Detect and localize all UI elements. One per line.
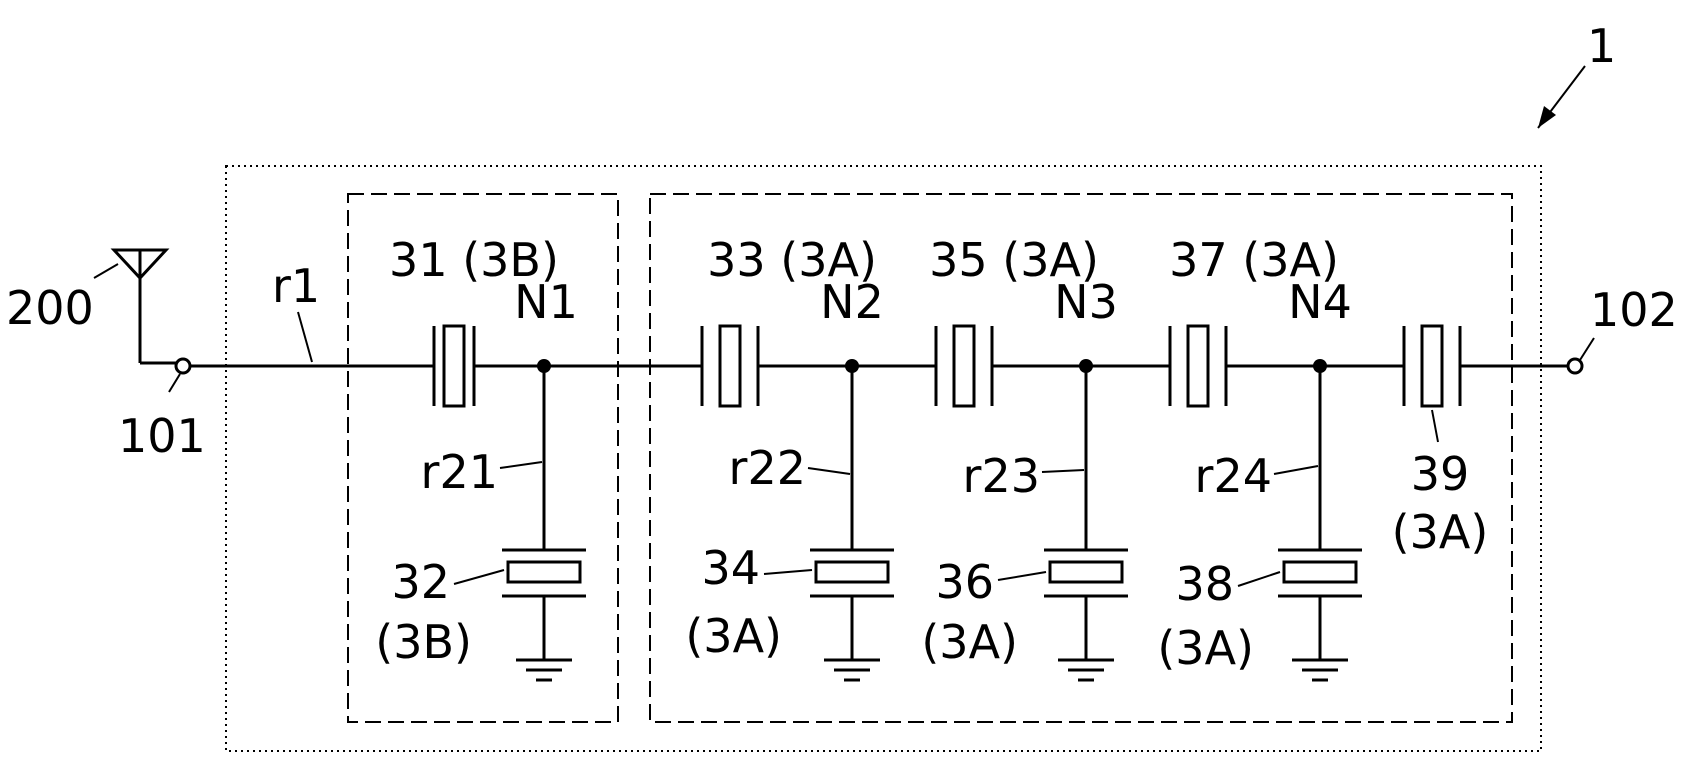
shunt-line-r22-leader — [807, 467, 851, 475]
shunt-line-r23-leader — [1041, 469, 1085, 473]
node-n1-label: N1 — [514, 275, 578, 329]
shunt-line-r24-leader — [1273, 465, 1319, 475]
shunt-line-r21-leader — [499, 461, 543, 469]
shunt-resonator-36-num: 36 — [935, 555, 994, 609]
shunt-resonator-34-leader — [763, 569, 813, 575]
reference-arrowhead — [1538, 106, 1556, 128]
series-resonator-35-label: 35 (3A) — [929, 233, 1099, 287]
group-3a-boundary — [649, 193, 1513, 723]
shunt-resonator-38-type: (3A) — [1157, 621, 1254, 675]
input-terminal — [174, 357, 192, 375]
shunt-line-r21-label: r21 — [421, 445, 498, 499]
antenna-label: 200 — [6, 281, 94, 335]
series-resonator-39-type: (3A) — [1392, 505, 1489, 559]
output-terminal-leader — [1579, 337, 1595, 361]
shunt-line-r24-label: r24 — [1195, 449, 1272, 503]
shunt-resonator-32-type: (3B) — [375, 615, 472, 669]
series-resonator-31 — [432, 324, 476, 408]
shunt-branch-34 — [810, 366, 894, 660]
shunt-resonator-32-num: 32 — [391, 555, 450, 609]
series-resonator-35 — [934, 324, 994, 408]
series-resonator-31-label: 31 (3B) — [389, 233, 559, 287]
ground-icon — [1292, 658, 1348, 682]
output-terminal — [1566, 357, 1584, 375]
series-resonator-39-num: 39 — [1411, 447, 1470, 501]
input-terminal-label: 101 — [118, 409, 206, 463]
shunt-line-r22-label: r22 — [729, 441, 806, 495]
ground-icon — [516, 658, 572, 682]
series-resonator-33 — [700, 324, 760, 408]
output-terminal-label: 102 — [1590, 283, 1678, 337]
input-terminal-leader — [168, 373, 181, 393]
series-resonator-37 — [1168, 324, 1228, 408]
shunt-resonator-34-type: (3A) — [685, 609, 782, 663]
series-resonator-39-leader — [1431, 409, 1439, 443]
shunt-resonator-32-leader — [453, 569, 505, 585]
ground-icon — [1058, 658, 1114, 682]
node-n3-label: N3 — [1054, 275, 1118, 329]
line-r1-leader — [297, 311, 313, 363]
node-n4-label: N4 — [1288, 275, 1352, 329]
shunt-resonator-34-num: 34 — [701, 541, 760, 595]
line-r1-label: r1 — [272, 259, 320, 313]
group-3b-boundary — [347, 193, 619, 723]
module-boundary — [225, 165, 1542, 752]
antenna-leader — [93, 263, 119, 279]
shunt-line-r23-label: r23 — [963, 449, 1040, 503]
shunt-branch-36 — [1044, 366, 1128, 660]
series-resonator-37-label: 37 (3A) — [1169, 233, 1339, 287]
shunt-branch-38 — [1278, 366, 1362, 660]
shunt-resonator-36-leader — [997, 571, 1047, 581]
shunt-resonator-36-type: (3A) — [921, 615, 1018, 669]
shunt-resonator-38-num: 38 — [1175, 557, 1234, 611]
shunt-branch-32 — [502, 366, 586, 660]
ground-icon — [824, 658, 880, 682]
node-n2-label: N2 — [820, 275, 884, 329]
series-resonator-39 — [1402, 324, 1462, 408]
shunt-resonator-38-leader — [1237, 571, 1281, 587]
series-resonator-33-label: 33 (3A) — [707, 233, 877, 287]
reference-label: 1 — [1587, 19, 1616, 73]
